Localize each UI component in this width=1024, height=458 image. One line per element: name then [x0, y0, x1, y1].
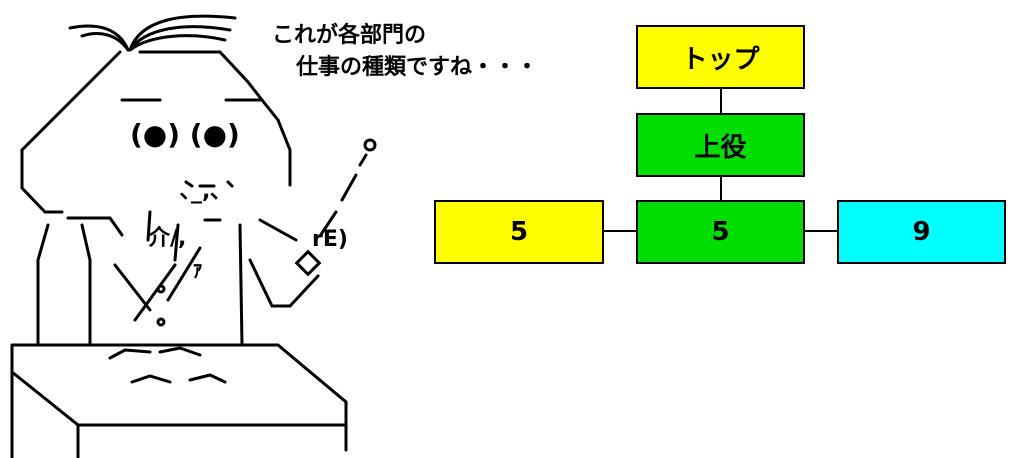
- org-box-bottom-right: 9: [837, 200, 1006, 264]
- pointer-tip: [363, 138, 377, 152]
- eyes-text: (●) (●): [130, 118, 240, 151]
- body-outline: [36, 223, 50, 347]
- mouth-text: ､_,､: [179, 179, 221, 204]
- speech-line-1: これが各部門の: [272, 23, 427, 48]
- speech-line-2: 仕事の種類ですね・・・: [296, 55, 539, 80]
- collar-text: 介/,: [147, 225, 186, 251]
- tie-diamond: [294, 249, 322, 277]
- hair-strands: [68, 14, 237, 52]
- org-box-middle: 上役: [636, 113, 805, 177]
- connector-middle-bottom: [720, 177, 722, 200]
- coat-button: [156, 317, 166, 327]
- org-box-bottom-left: 5: [434, 200, 604, 264]
- head-outline: [20, 50, 122, 214]
- pointer-stick: [318, 153, 368, 238]
- collar-mark-text: ｧ: [192, 258, 203, 283]
- pointer-arm: [248, 258, 320, 308]
- hand-text: rE): [312, 227, 348, 252]
- connector-top-middle: [720, 88, 722, 114]
- connector-left: [604, 230, 636, 232]
- desk: [10, 343, 348, 458]
- org-box-top: トップ: [636, 25, 805, 89]
- org-box-bottom-center: 5: [636, 200, 805, 264]
- coat-button: [156, 284, 166, 294]
- connector-right: [805, 230, 837, 232]
